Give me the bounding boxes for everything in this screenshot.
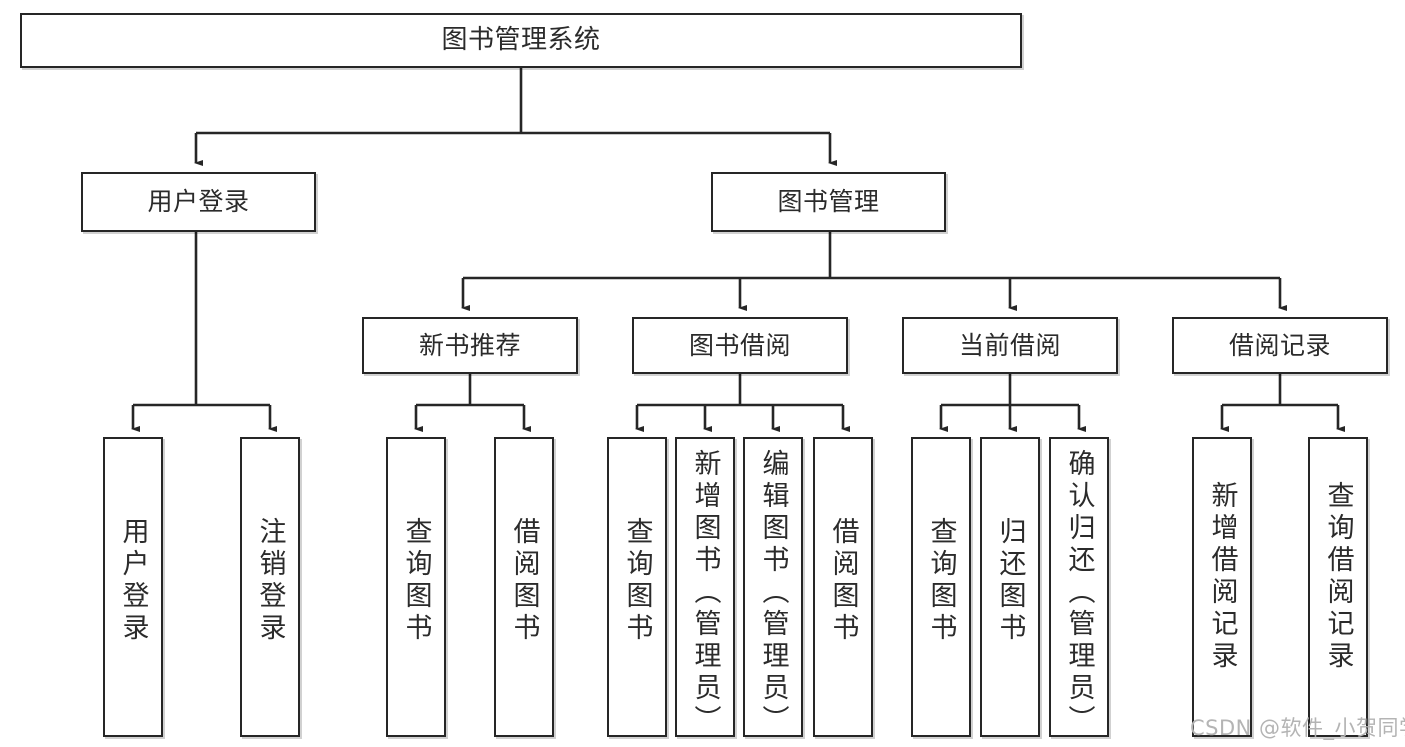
node-label: 新增借阅记录: [1206, 481, 1238, 673]
node-label: 新增图书（管理员）: [689, 449, 721, 737]
leaf-borrow-borrow-book[interactable]: 借阅图书: [813, 437, 873, 737]
node-label: 查询图书: [621, 517, 653, 645]
node-label: 编辑图书（管理员）: [757, 449, 789, 737]
node-book-management[interactable]: 图书管理: [711, 172, 946, 232]
node-label: 图书管理: [777, 187, 880, 217]
node-label: 借阅图书: [827, 517, 859, 645]
node-label: 当前借阅: [958, 330, 1061, 360]
node-label: 图书借阅: [688, 330, 791, 360]
leaf-recommend-query-book[interactable]: 查询图书: [386, 437, 446, 737]
leaf-current-query-book[interactable]: 查询图书: [911, 437, 971, 737]
node-label: 用户登录: [147, 187, 250, 217]
node-label: 确认归还（管理员）: [1063, 449, 1095, 737]
node-current-borrow[interactable]: 当前借阅: [902, 317, 1118, 374]
node-new-book-recommend[interactable]: 新书推荐: [362, 317, 578, 374]
node-label: 借阅图书: [508, 517, 540, 645]
node-borrow-record[interactable]: 借阅记录: [1172, 317, 1388, 374]
node-label: 新书推荐: [418, 330, 521, 360]
leaf-current-return-book[interactable]: 归还图书: [980, 437, 1040, 737]
leaf-user-login-signin[interactable]: 用户登录: [103, 437, 163, 737]
node-label: 查询借阅记录: [1322, 481, 1354, 673]
node-label: 用户登录: [117, 517, 149, 645]
leaf-borrow-edit-book[interactable]: 编辑图书（管理员）: [743, 437, 803, 737]
node-book-management-system[interactable]: 图书管理系统: [20, 13, 1022, 68]
leaf-user-login-signout[interactable]: 注销登录: [240, 437, 300, 737]
node-label: 图书管理系统: [441, 25, 601, 56]
node-label: 查询图书: [925, 517, 957, 645]
node-label: 查询图书: [400, 517, 432, 645]
leaf-borrow-add-book[interactable]: 新增图书（管理员）: [675, 437, 735, 737]
node-label: 注销登录: [254, 517, 286, 645]
leaf-current-confirm-return[interactable]: 确认归还（管理员）: [1049, 437, 1109, 737]
leaf-recommend-borrow-book[interactable]: 借阅图书: [494, 437, 554, 737]
node-user-login[interactable]: 用户登录: [81, 172, 316, 232]
node-label: 归还图书: [994, 517, 1026, 645]
node-label: 借阅记录: [1228, 330, 1331, 360]
leaf-borrow-query-book[interactable]: 查询图书: [607, 437, 667, 737]
node-book-borrow[interactable]: 图书借阅: [632, 317, 848, 374]
csdn-watermark: CSDN @软件_小贺同学: [1190, 716, 1405, 740]
leaf-record-add-record[interactable]: 新增借阅记录: [1192, 437, 1252, 737]
leaf-record-query-record[interactable]: 查询借阅记录: [1308, 437, 1368, 737]
